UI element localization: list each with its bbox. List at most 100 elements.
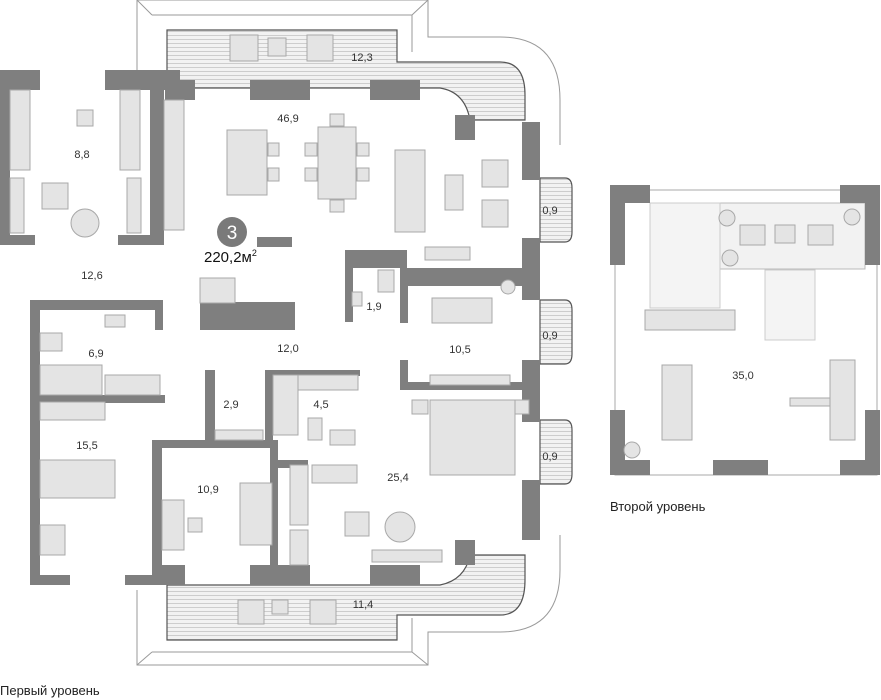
- wall: [400, 382, 530, 390]
- wall: [400, 268, 530, 286]
- room-area-bedroom-small: 10,9: [197, 484, 218, 496]
- counter-icon: [214, 429, 264, 441]
- wall: [265, 370, 273, 445]
- dining-table: [317, 126, 357, 200]
- sink-icon: [104, 314, 126, 328]
- total-area: 220,2м2: [204, 248, 257, 266]
- chair-icon: [229, 34, 259, 62]
- toilet-icon: [39, 332, 63, 352]
- wall: [370, 565, 420, 585]
- wall: [278, 460, 308, 468]
- desk-icon: [39, 524, 66, 556]
- bed-icon: [39, 459, 116, 499]
- wall: [257, 237, 292, 247]
- toilet-icon: [377, 269, 395, 293]
- nightstand-icon: [514, 399, 530, 415]
- wall: [205, 370, 215, 445]
- kitchen-counter: [163, 99, 185, 231]
- room-area-hall: 12,6: [81, 270, 102, 282]
- wall: [155, 300, 163, 330]
- room-area-bay-3: 0,9: [542, 451, 557, 463]
- wall: [610, 460, 650, 475]
- wall: [713, 460, 768, 475]
- bench-icon: [789, 397, 831, 407]
- bed-icon: [239, 482, 273, 546]
- wall: [205, 440, 267, 446]
- toilet-icon: [307, 417, 323, 441]
- wall: [865, 410, 880, 475]
- treadmill-icon: [661, 364, 693, 441]
- walls: [0, 70, 880, 585]
- wall: [250, 80, 310, 100]
- coffee-table-icon: [444, 174, 464, 211]
- balcony-bottom: [136, 535, 561, 666]
- wall: [30, 300, 160, 310]
- round-item-icon: [843, 208, 861, 226]
- apartment-number-badge: 3: [217, 217, 247, 247]
- area-unit: м: [241, 249, 252, 266]
- room-area-living-kitchen: 46,9: [277, 113, 298, 125]
- table-icon: [271, 599, 289, 615]
- chair-icon: [306, 34, 334, 62]
- wardrobe-icon: [119, 89, 141, 171]
- chair-icon: [329, 199, 345, 213]
- wardrobe-icon: [39, 401, 106, 421]
- apartment-number: 3: [227, 223, 238, 244]
- room-area-laundry: 2,9: [223, 399, 238, 411]
- chair-icon: [739, 224, 766, 246]
- wall: [400, 360, 408, 388]
- wall: [200, 302, 295, 330]
- chair-icon: [807, 224, 834, 246]
- shower-icon: [329, 429, 356, 446]
- kitchen-island: [226, 129, 268, 196]
- stool-icon: [267, 142, 280, 157]
- room-area-bedroom-left-top: 8,8: [74, 149, 89, 161]
- chair-icon: [329, 113, 345, 127]
- second-level-caption: Второй уровень: [610, 499, 706, 514]
- table-icon: [774, 224, 796, 244]
- room-labels: 12,346,98,812,60,90,90,91,910,512,06,92,…: [74, 52, 753, 611]
- desk-icon: [431, 297, 493, 324]
- chair-icon: [309, 599, 337, 625]
- wall: [522, 122, 540, 180]
- wall: [150, 90, 164, 245]
- chair-icon: [187, 517, 203, 533]
- wall: [30, 300, 40, 585]
- wall: [0, 70, 10, 240]
- wall: [400, 268, 408, 323]
- armchair-icon: [481, 199, 509, 228]
- sink-icon: [351, 291, 363, 307]
- wardrobe-icon: [311, 464, 358, 484]
- counter-icon: [104, 374, 161, 396]
- round-item-icon: [623, 441, 641, 459]
- sofa-icon: [644, 309, 736, 331]
- bench-icon: [9, 177, 25, 234]
- bay-windows: [539, 177, 573, 485]
- wall: [370, 80, 420, 100]
- tv-stand: [371, 549, 443, 563]
- room-area-wc: 1,9: [366, 301, 381, 313]
- room-area-corridor: 12,0: [277, 343, 298, 355]
- room-area-bathroom-left: 6,9: [88, 348, 103, 360]
- armchair-icon: [344, 511, 370, 537]
- first-level-caption: Первый уровень: [0, 683, 100, 698]
- area-unit-power: 2: [251, 248, 257, 258]
- wardrobe-icon: [289, 464, 309, 526]
- bathtub-icon: [39, 364, 103, 396]
- wall: [345, 250, 353, 322]
- balcony-top: [136, 0, 561, 145]
- wardrobe-icon: [9, 89, 31, 171]
- armchair-icon: [481, 159, 509, 188]
- wall: [30, 575, 70, 585]
- wall: [865, 185, 880, 265]
- room-area-bay-2: 0,9: [542, 330, 557, 342]
- wall: [105, 70, 180, 90]
- wall: [152, 440, 162, 580]
- wall: [455, 540, 475, 565]
- tv-stand: [424, 246, 471, 261]
- chair-icon: [237, 599, 265, 625]
- armchair-icon: [76, 109, 94, 127]
- wall: [345, 250, 407, 268]
- round-item-icon: [718, 209, 736, 227]
